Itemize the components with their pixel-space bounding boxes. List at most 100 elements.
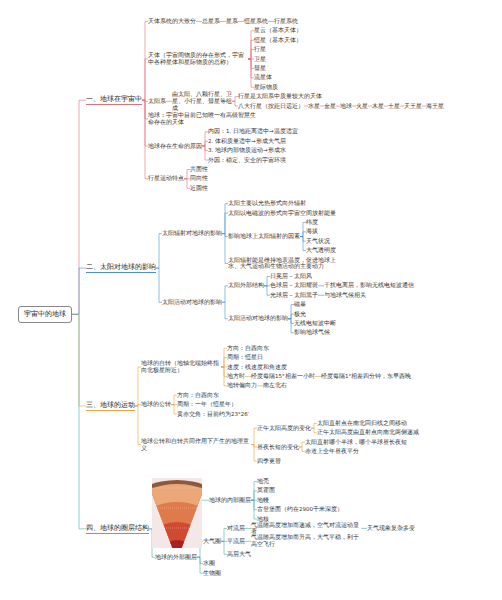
branch-connector (142, 59, 148, 100)
subtopic: 天气状况 (306, 238, 330, 245)
branch-connector (315, 376, 321, 377)
branch-connector (221, 528, 227, 541)
subtopic: 经度每隔1°相差四分钟，东早西晚 (321, 373, 411, 380)
subtopic: 磁暴 (294, 301, 306, 308)
branch-connector (72, 100, 86, 314)
topic-text: 共面性 (190, 166, 208, 173)
topic-text: 日冕层－太阳风 (270, 273, 312, 280)
subtopic: 海王星 (426, 103, 444, 110)
subtopic: 周期：恒星日 (227, 354, 263, 361)
topic-text: 地球的自转（地轴北端始终指向北极星附近） (141, 360, 221, 374)
topic-text: 太阳直射点在南北回归线之间移动 (317, 420, 407, 427)
subtopic: 星系 (226, 18, 238, 25)
subtopic: 色球层－太阳耀斑 (270, 282, 318, 289)
subtopic: 行星是太阳系中质量较大的天体 (238, 93, 322, 100)
branch-connector (300, 222, 306, 236)
topic-text: 宇宙中的地球 (24, 310, 66, 319)
subtopic: 太阳以电磁波的形式向宇宙空间放射能量 (228, 210, 336, 217)
topic-text: 正午太阳高度的变化 (257, 425, 311, 432)
topic-text: 星系 (226, 18, 238, 25)
branch-connector (245, 541, 251, 542)
topic-text: 太阳系 (148, 98, 166, 105)
subtopic: 大气透明度 (306, 247, 336, 254)
topic-text: 古登堡面（约在2900千米深度） (257, 506, 343, 513)
subtopic: 生物圈 (203, 570, 221, 577)
branch-connector (400, 106, 404, 107)
topic-text: 三、地球的运动 (86, 401, 135, 409)
branch-connector (251, 500, 257, 519)
subtopic: 正午太阳高度由直射点向南北两侧递减 (317, 429, 419, 436)
subtopic: 地幔 (257, 497, 269, 504)
branch-connector (248, 31, 254, 59)
topic-text: 干扰电离层，影响无线电短波通信 (324, 282, 414, 289)
topic-text: 大气圈 (203, 538, 221, 545)
branch-connector (184, 179, 190, 188)
topic-text: 太阳活动对地球的影响 (162, 299, 222, 306)
subtopic: 地球 (340, 103, 352, 110)
branch-connector (232, 101, 238, 106)
crust-layer (152, 480, 202, 548)
branch-connector (171, 395, 177, 404)
subtopic: 金星 (324, 103, 336, 110)
branch-connector (232, 97, 238, 102)
topic-text: 2. 体积质量适中→形成大气层 (208, 138, 286, 145)
topic-text: 经度每隔15°相差一小时 (251, 373, 315, 380)
subtopic: 地球的内部圈层 (209, 497, 251, 504)
topic-text: 光球层－太阳黑子 (270, 292, 318, 299)
subtopic: 星云（基本天体） (254, 27, 302, 34)
subtopic: 周期：一年（恒星年） (177, 401, 237, 408)
topic-text: 地转偏向力 (227, 382, 257, 389)
branch-connector (245, 528, 251, 529)
subtopic: 与地球气候相关 (324, 292, 366, 299)
branch-connector (257, 385, 263, 386)
subtopic: 共面性 (190, 166, 208, 173)
branch-connector (251, 445, 257, 462)
subtopic: 地球的外部圈层 (155, 554, 197, 561)
subtopic: 气温随高度增加而升高，大气平稳，利于高空飞行 (251, 534, 361, 548)
topic-text: 行星 (254, 46, 266, 53)
branch-connector (166, 101, 172, 102)
topic-text: 昼夜长短的变化 (257, 444, 299, 451)
subtopic: 方向：自西向东 (227, 345, 269, 352)
depth-gridline (152, 528, 202, 529)
branch-connector (264, 276, 270, 285)
topic-text: 行星运动特点 (148, 175, 184, 182)
subtopic: 地球：宇宙中目前已知唯一有高级智慧生命存在的天体 (148, 112, 258, 126)
branch-connector (288, 319, 294, 333)
topic-text: 南左北右 (263, 382, 287, 389)
subtopic: 木星 (372, 103, 384, 110)
topic-text: 纬度 (306, 219, 318, 226)
topic-text: 由太阳、八颗行星、卫星、小行星、彗星等组成 (172, 91, 232, 112)
subtopic: 天王星 (404, 103, 422, 110)
subtopic: 总星系 (202, 18, 220, 25)
branch-connector (318, 295, 324, 296)
topic-text: 影响地球气候 (294, 329, 330, 336)
branch-connector (300, 232, 306, 237)
branch-connector (221, 348, 227, 367)
topic-text: 星际物质 (254, 84, 278, 91)
topic-text: 方向：自西向东 (227, 345, 269, 352)
branch-connector (221, 541, 227, 554)
topic-text: 色球层－太阳耀斑 (270, 282, 318, 289)
branch-topic: 一、地球在宇宙中 (86, 95, 142, 105)
lower-mantle-layer (152, 502, 202, 548)
topic-text: 四、地球的圈层结构 (86, 524, 149, 532)
topic-text: 天气现象复杂多变 (367, 525, 415, 532)
topic-text: 太阳外部结构 (228, 282, 264, 289)
branch-connector (202, 146, 208, 160)
topic-text: 总星系 (202, 18, 220, 25)
topic-text: 地核 (257, 516, 269, 523)
subtopic: 太阳系 (148, 98, 166, 105)
topic-text: 天体（宇宙间物质的存在形式，宇宙中各种星体和星际物质的总称） (148, 52, 248, 66)
branch-connector (72, 268, 86, 314)
topic-text: 恒星系统 (244, 18, 268, 25)
branch-connector (248, 40, 254, 59)
subtopic: 太阳主要以光热形式向外辐射 (228, 200, 306, 207)
topic-text: 地球的内部圈层 (209, 497, 251, 504)
branch-connector (222, 234, 228, 264)
topic-text: 太阳辐射对地球的影响 (162, 230, 222, 237)
branch-connector (156, 234, 162, 268)
topic-text: 地球的公转 (141, 401, 171, 408)
subtopic: 恒星（基本天体） (254, 37, 302, 44)
topic-text: 经度每隔1°相差四分钟，东早西晚 (321, 373, 411, 380)
